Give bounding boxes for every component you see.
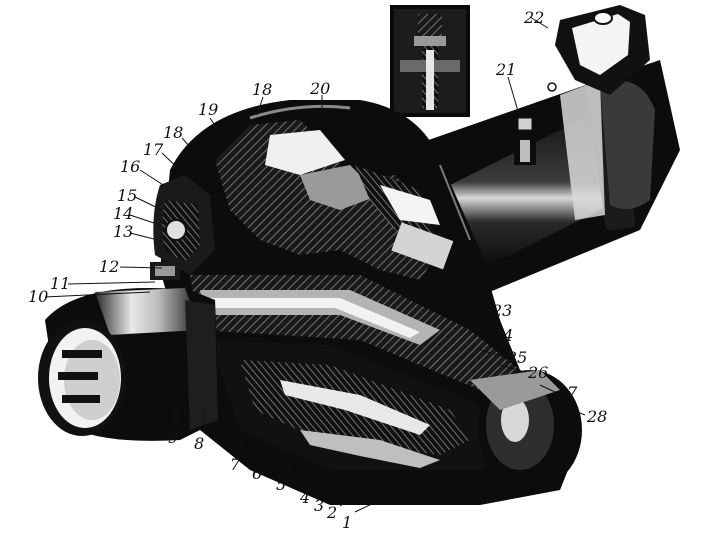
callout-4: 4 xyxy=(299,488,310,507)
callout-15: 15 xyxy=(117,186,137,205)
differential-carrier xyxy=(153,100,582,505)
callout-24: 24 xyxy=(492,326,513,345)
companion-flange xyxy=(38,262,220,441)
callout-labels: 1 2 3 4 5 6 7 8 9 10 11 12 13 14 15 16 1… xyxy=(28,8,607,532)
callout-27: 27 xyxy=(556,383,578,402)
callout-14: 14 xyxy=(113,204,133,223)
callout-8: 8 xyxy=(194,434,204,453)
callout-18-upper: 18 xyxy=(252,80,272,99)
callout-3: 3 xyxy=(314,496,324,515)
callout-6: 6 xyxy=(252,464,262,483)
callout-9: 9 xyxy=(168,428,178,447)
callout-17: 17 xyxy=(143,140,164,159)
spring-bracket xyxy=(547,5,650,95)
callout-7: 7 xyxy=(230,455,241,474)
callout-21: 21 xyxy=(495,60,516,79)
callout-1: 1 xyxy=(342,513,352,532)
callout-23: 23 xyxy=(491,301,512,320)
callout-26: 26 xyxy=(527,363,548,382)
callout-13: 13 xyxy=(113,222,133,241)
breather-valve xyxy=(514,117,536,165)
callout-12: 12 xyxy=(99,257,119,276)
callout-11: 11 xyxy=(50,274,70,293)
callout-2: 2 xyxy=(326,503,337,522)
callout-5: 5 xyxy=(276,475,286,494)
breather-detail-inset xyxy=(390,5,470,117)
callout-19: 19 xyxy=(198,100,218,119)
callout-22: 22 xyxy=(523,8,544,27)
callout-28: 28 xyxy=(586,407,607,426)
callout-25: 25 xyxy=(506,348,527,367)
callout-leaders xyxy=(44,16,586,513)
callout-10: 10 xyxy=(28,287,48,306)
callout-18-lower: 18 xyxy=(163,123,183,142)
callout-16: 16 xyxy=(120,157,140,176)
callout-20: 20 xyxy=(309,79,330,98)
